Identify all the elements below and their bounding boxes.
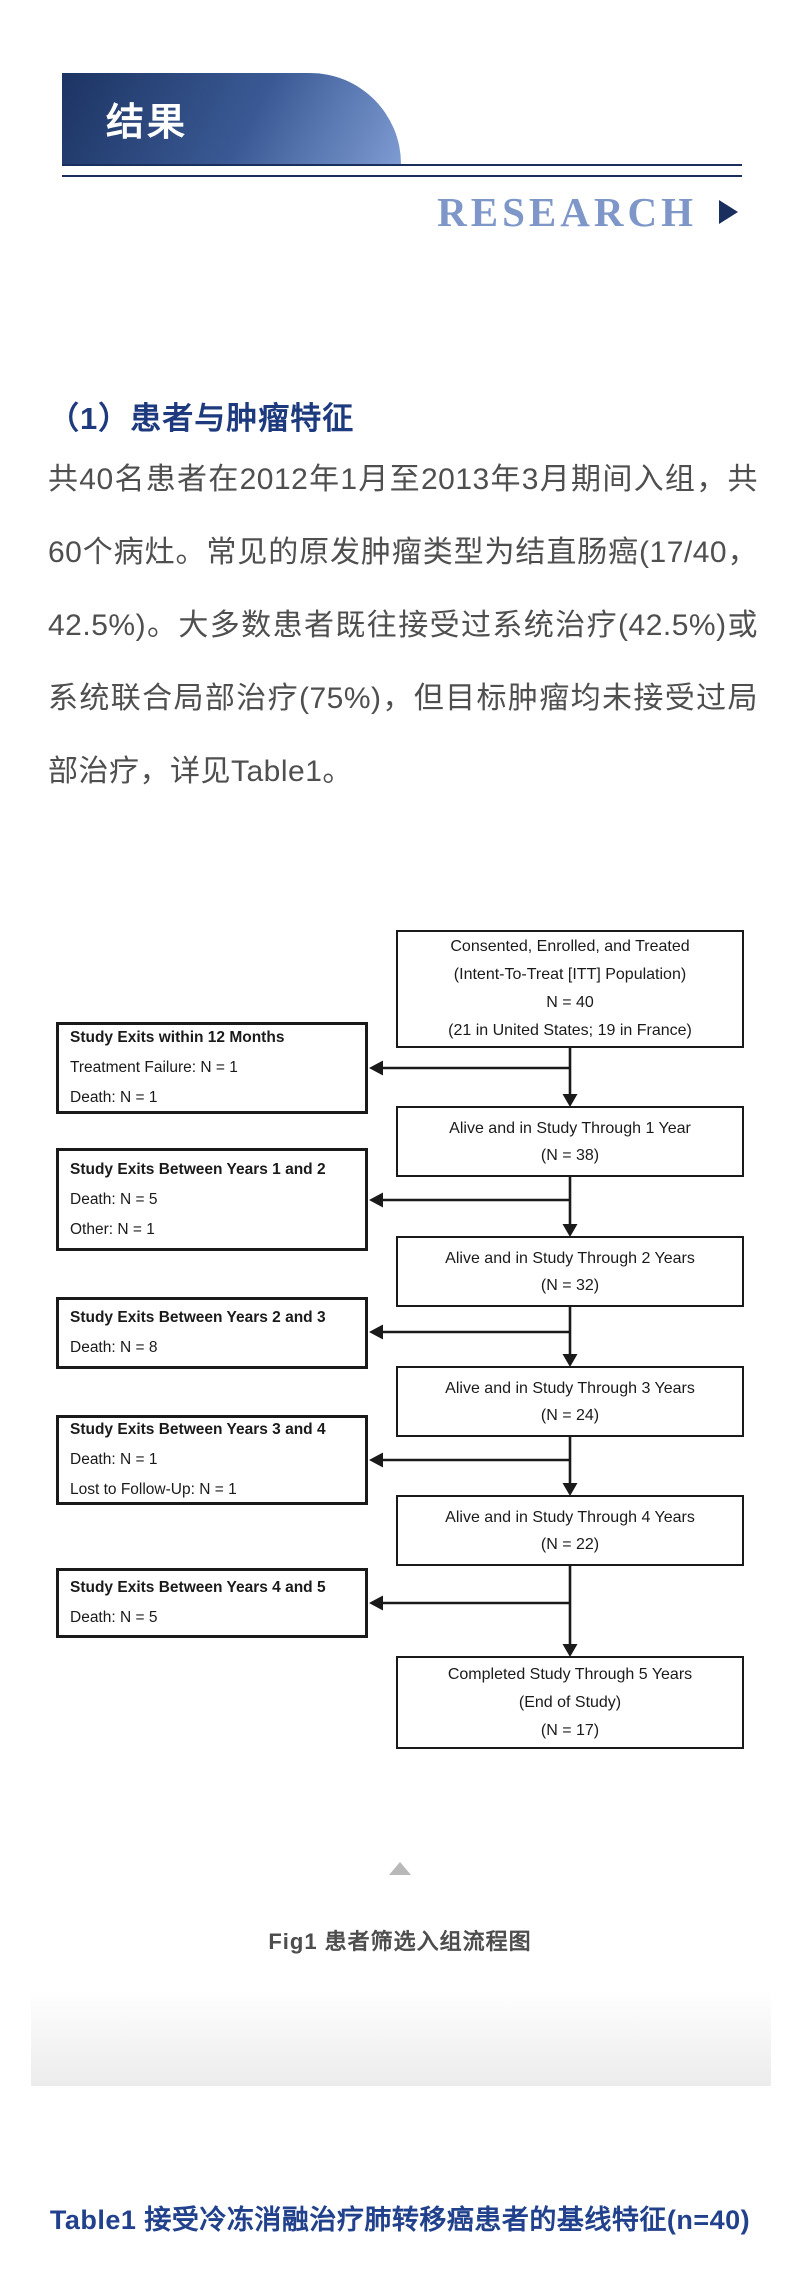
flow-box-completed-study: Completed Study Through 5 Years (End of …	[396, 1656, 744, 1749]
exit-box-12-months: Study Exits within 12 Months Treatment F…	[56, 1022, 368, 1114]
flow-box-line: (N = 38)	[540, 1146, 600, 1164]
exit-box-line: Death: N = 1	[70, 1089, 158, 1106]
research-label: RESEARCH	[437, 189, 697, 235]
exit-box-line: Death: N = 5	[70, 1190, 158, 1208]
research-arrow-icon	[719, 200, 738, 224]
flow-box-line: Alive and in Study Through 3 Years	[445, 1379, 695, 1397]
flow-box-year1: Alive and in Study Through 1 Year (N = 3…	[396, 1106, 744, 1177]
exit-box-title: Study Exits within 12 Months	[70, 1029, 285, 1046]
exit-box-line: Treatment Failure: N = 1	[70, 1059, 238, 1076]
flow-box-line: (N = 32)	[540, 1276, 600, 1294]
exit-box-years-1-2: Study Exits Between Years 1 and 2 Death:…	[56, 1148, 368, 1251]
exit-box-line: Death: N = 5	[70, 1609, 158, 1626]
collapse-figure-icon[interactable]	[389, 1862, 411, 1875]
flow-box-line: N = 40	[546, 994, 594, 1011]
exit-box-years-3-4: Study Exits Between Years 3 and 4 Death:…	[56, 1415, 368, 1505]
section-divider-shade	[31, 1990, 771, 2086]
flowchart-connectors	[369, 1048, 578, 1657]
flow-box-line: (N = 24)	[540, 1406, 600, 1424]
body-paragraph: 共40名患者在2012年1月至2013年3月期间入组，共60个病灶。常见的原发肿…	[48, 463, 758, 788]
flow-box-itt-population: Consented, Enrolled, and Treated (Intent…	[396, 930, 744, 1048]
enrollment-flowchart: Consented, Enrolled, and Treated (Intent…	[56, 930, 744, 1750]
exit-box-line: Lost to Follow-Up: N = 1	[70, 1481, 237, 1498]
flow-box-line: Alive and in Study Through 4 Years	[445, 1508, 695, 1526]
flow-box-line: (N = 22)	[540, 1535, 600, 1553]
table1-title: Table1 接受冷冻消融治疗肺转移癌患者的基线特征(n=40)	[49, 2205, 751, 2235]
flow-box-line: (21 in United States; 19 in France)	[448, 1022, 692, 1039]
figure-caption: Fig1 患者筛选入组流程图	[268, 1929, 532, 1954]
flow-box-line: Completed Study Through 5 Years	[447, 1665, 693, 1683]
flow-box-line: Alive and in Study Through 1 Year	[449, 1119, 691, 1137]
flow-box-line: (End of Study)	[518, 1693, 622, 1711]
flow-box-year4: Alive and in Study Through 4 Years (N = …	[396, 1495, 744, 1566]
flow-box-year3: Alive and in Study Through 3 Years (N = …	[396, 1366, 744, 1437]
exit-box-line: Other: N = 1	[70, 1220, 155, 1238]
exit-box-title: Study Exits Between Years 1 and 2	[70, 1160, 326, 1178]
banner-divider-top	[62, 164, 742, 166]
flow-box-line: (N = 17)	[540, 1721, 600, 1739]
flow-box-line: Consented, Enrolled, and Treated	[450, 938, 690, 955]
banner-title: 结果	[106, 99, 189, 144]
exit-box-years-2-3: Study Exits Between Years 2 and 3 Death:…	[56, 1297, 368, 1369]
results-banner: 结果	[62, 73, 401, 164]
section-heading: （1）患者与肿瘤特征	[48, 401, 355, 436]
flow-box-line: Alive and in Study Through 2 Years	[445, 1249, 695, 1267]
banner-divider-bottom	[62, 175, 742, 177]
exit-box-title: Study Exits Between Years 3 and 4	[70, 1421, 326, 1438]
flow-box-year2: Alive and in Study Through 2 Years (N = …	[396, 1236, 744, 1307]
exit-box-years-4-5: Study Exits Between Years 4 and 5 Death:…	[56, 1568, 368, 1638]
research-header: RESEARCH	[437, 188, 738, 236]
exit-box-title: Study Exits Between Years 4 and 5	[70, 1579, 326, 1596]
exit-box-line: Death: N = 8	[70, 1339, 158, 1356]
exit-box-title: Study Exits Between Years 2 and 3	[70, 1309, 326, 1326]
exit-box-line: Death: N = 1	[70, 1451, 158, 1468]
flow-box-line: (Intent-To-Treat [ITT] Population)	[453, 966, 687, 983]
